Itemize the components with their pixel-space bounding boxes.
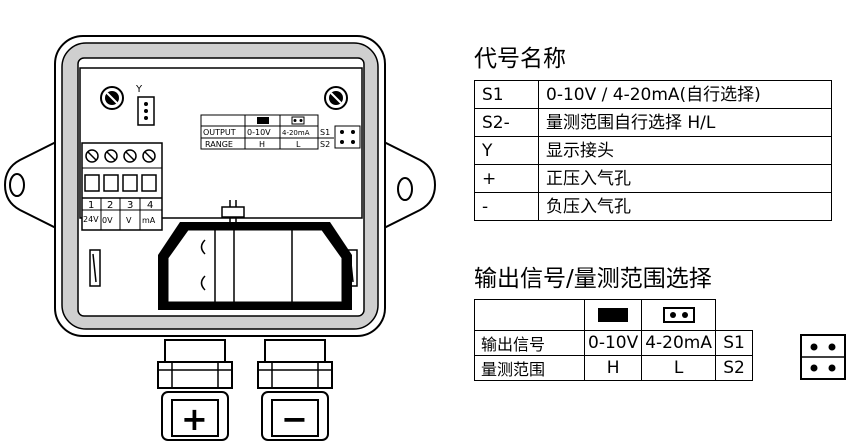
- terminal-block: 1 2 3 4 24V 0V V mA: [81, 142, 163, 231]
- svg-text:0V: 0V: [102, 216, 113, 225]
- svg-text:1: 1: [88, 200, 94, 211]
- code-table: S1 0-10V / 4-20mA(自行选择) S2- 量测范围自行选择 H/L…: [474, 80, 832, 221]
- switch-s2-label: S2: [715, 355, 753, 381]
- desc-cell: 正压入气孔: [538, 164, 832, 193]
- svg-text:H: H: [259, 140, 265, 149]
- dip-switch-icon: [800, 334, 846, 380]
- terminal-screws: [85, 149, 156, 163]
- desc-cell: 量测范围自行选择 H/L: [538, 108, 832, 137]
- left-screw-icon: [100, 86, 124, 110]
- output-signal-label: 输出信号: [474, 330, 585, 356]
- right-screw-icon: [324, 86, 348, 110]
- transmitter-diagram: Y OUTPUT 0-10V 4-20mA S1 RANGE H L S2: [3, 35, 437, 441]
- code-cell: -: [474, 192, 539, 221]
- plus-symbol: +: [181, 400, 208, 438]
- svg-text:4: 4: [147, 200, 153, 211]
- table-row: S2- 量测范围自行选择 H/L: [474, 108, 832, 137]
- svg-text:S2: S2: [320, 140, 330, 149]
- selection-table: 输出信号 0-10V 4-20mA S1 量测范围 H L S2: [474, 299, 753, 381]
- range-label: 量测范围: [474, 355, 585, 381]
- positive-port: +: [157, 339, 233, 441]
- range-low-cell: L: [641, 355, 716, 381]
- sensor-module: [158, 200, 352, 310]
- svg-text:mA: mA: [142, 216, 156, 225]
- svg-text:OUTPUT: OUTPUT: [203, 128, 236, 137]
- table-row: + 正压入气孔: [474, 164, 832, 193]
- right-mount-hole: [397, 177, 413, 201]
- table-row: [474, 299, 753, 331]
- svg-text:S1: S1: [320, 128, 330, 137]
- svg-text:V: V: [126, 216, 132, 225]
- table-row: 输出信号 0-10V 4-20mA S1: [474, 330, 753, 356]
- jumper-open-icon: [641, 299, 716, 331]
- code-cell: S1: [474, 80, 539, 109]
- switch-s1-label: S1: [715, 330, 753, 356]
- pcb-switch-table: OUTPUT 0-10V 4-20mA S1 RANGE H L S2: [200, 114, 361, 150]
- code-cell: S2-: [474, 108, 539, 137]
- range-high-cell: H: [583, 355, 643, 381]
- desc-cell: 显示接头: [538, 136, 832, 165]
- output-current-cell: 4-20mA: [641, 330, 716, 356]
- jumper-y-label: Y: [135, 84, 143, 95]
- negative-port: −: [257, 339, 333, 441]
- output-voltage-cell: 0-10V: [583, 330, 643, 356]
- code-cell: +: [474, 164, 539, 193]
- code-cell: Y: [474, 136, 539, 165]
- svg-text:2: 2: [107, 200, 113, 211]
- svg-text:24V: 24V: [83, 215, 99, 224]
- svg-text:4-20mA: 4-20mA: [282, 129, 310, 137]
- terminal-sockets: [84, 174, 157, 192]
- table-row: - 负压入气孔: [474, 192, 832, 221]
- jumper-closed-icon: [583, 299, 643, 331]
- table-row: S1 0-10V / 4-20mA(自行选择): [474, 80, 832, 109]
- desc-cell: 负压入气孔: [538, 192, 832, 221]
- code-table-title: 代号名称: [474, 46, 566, 72]
- table-row: 量测范围 H L S2: [474, 355, 753, 381]
- svg-text:0-10V: 0-10V: [247, 128, 271, 137]
- table-row: Y 显示接头: [474, 136, 832, 165]
- left-mount-hole: [9, 173, 25, 197]
- minus-symbol: −: [281, 400, 308, 438]
- selection-table-title: 输出信号/量测范围选择: [474, 266, 712, 292]
- desc-cell: 0-10V / 4-20mA(自行选择): [538, 80, 832, 109]
- left-mounting-ear: [3, 138, 61, 232]
- svg-text:L: L: [296, 140, 301, 149]
- svg-text:RANGE: RANGE: [205, 140, 233, 149]
- svg-text:3: 3: [127, 200, 133, 211]
